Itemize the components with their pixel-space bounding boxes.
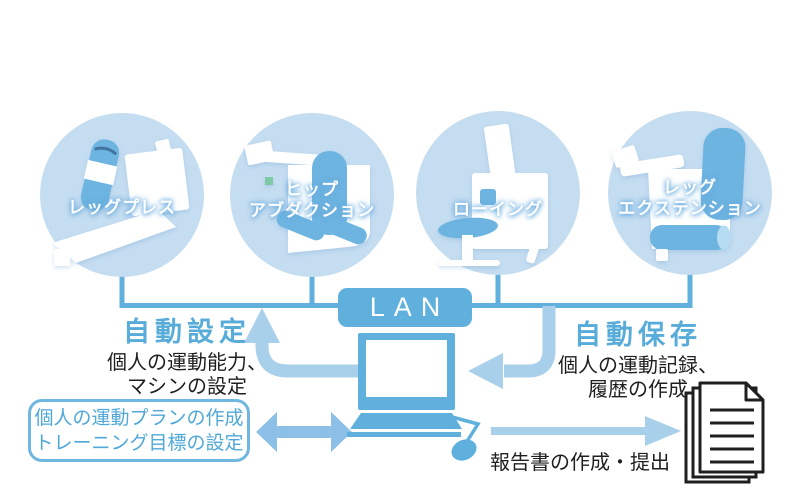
plan-box-line1: 個人の運動プランの作成 — [34, 407, 244, 429]
auto-setting-line2: マシンの設定 — [127, 376, 247, 398]
rowing-machine-icon — [438, 123, 548, 266]
plan-box-line2: トレーニング目標の設定 — [34, 432, 244, 454]
machine-circle-leg-extension: レッグ エクステンション — [608, 111, 772, 275]
auto-setting-title: 自動設定 — [123, 317, 251, 347]
report-documents-icon — [684, 381, 765, 484]
report-label: 報告書の作成・提出 — [490, 452, 670, 474]
leg-press-machine-icon — [52, 138, 190, 266]
machine-circle-leg-press: レッグプレス — [40, 113, 204, 277]
machine-label-line2: アブダクション — [249, 201, 375, 220]
machine-label-line1: ローイング — [453, 200, 543, 219]
auto-setting-note: 自動設定 個人の運動能力、 マシンの設定 — [96, 310, 278, 399]
auto-save-title: 自動保存 — [574, 320, 702, 350]
auto-save-line2: 履歴の作成 — [588, 379, 688, 401]
auto-setting-line1: 個人の運動能力、 — [107, 352, 267, 374]
machine-circle-hip-abduction: ヒップ アブダクション — [230, 113, 394, 277]
plan-box: 個人の運動プランの作成 トレーニング目標の設定 — [28, 399, 250, 462]
leg-extension-machine-icon — [611, 127, 746, 261]
lan-label: LAN — [369, 292, 450, 322]
machine-label: ヒップ アブダクション — [220, 179, 404, 221]
auto-save-line1: 個人の運動記録、 — [558, 355, 718, 377]
machine-label: レッグ エクステンション — [598, 177, 782, 219]
plan-double-arrow — [256, 412, 352, 452]
hip-abduction-machine-icon — [244, 140, 370, 253]
machine-label-line1: ヒップ — [285, 180, 339, 199]
report-right-arrow — [491, 416, 681, 446]
machine-label: ローイング — [406, 199, 590, 220]
mouse-icon — [451, 415, 481, 461]
machine-label-line1: レッグプレス — [68, 198, 176, 217]
machine-label-line1: レッグ — [663, 178, 717, 197]
lan-label-box: LAN — [338, 288, 472, 327]
machine-label: レッグプレス — [30, 197, 214, 218]
machine-circle-rowing: ローイング — [416, 111, 580, 275]
laptop-computer-icon — [347, 333, 481, 461]
machine-label-line2: エクステンション — [618, 199, 762, 218]
auto-save-note: 自動保存 個人の運動記録、 履歴の作成 — [546, 313, 730, 402]
